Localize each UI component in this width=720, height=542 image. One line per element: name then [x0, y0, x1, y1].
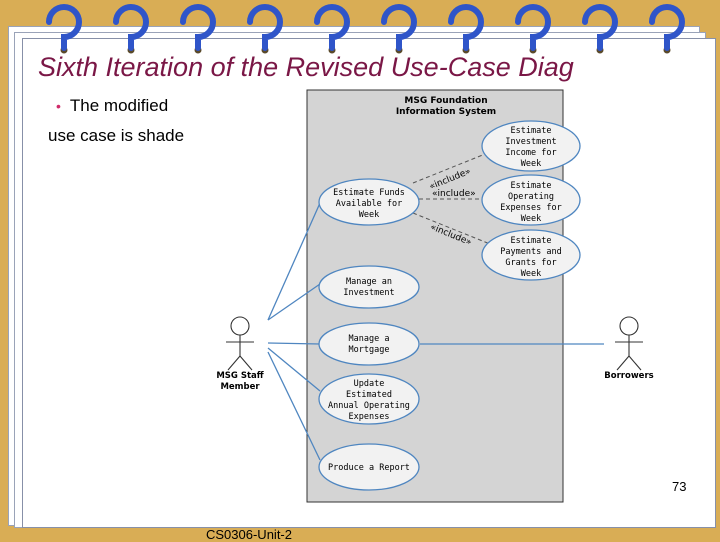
use-case-update-expenses[interactable]: Update Estimated Annual Operating Expens…: [318, 373, 420, 425]
use-case-label: Investment: [505, 137, 556, 147]
use-case-label: Estimate: [511, 236, 552, 246]
actor-label: Borrowers: [604, 371, 653, 381]
use-case-label: Week: [521, 269, 541, 279]
use-case-estimate-payments[interactable]: Estimate Payments and Grants for Week: [481, 229, 581, 281]
slide-title: Sixth Iteration of the Revised Use-Case …: [38, 52, 574, 82]
use-case-label: Estimate: [511, 181, 552, 191]
binder-rings: [46, 4, 685, 54]
use-case-label: Grants for: [505, 258, 556, 268]
bullet-icon: •: [56, 98, 61, 114]
actor-borrowers: [615, 316, 643, 371]
use-case-label: Week: [521, 159, 541, 169]
binder-ring-icon: [247, 4, 283, 54]
use-case-label: Available for: [336, 199, 403, 209]
bullet-text: The modified: [69, 96, 169, 115]
binder-ring-icon: [515, 4, 551, 54]
use-case-label: Manage an: [346, 277, 392, 287]
binder-ring-icon: [448, 4, 484, 54]
use-case-label: Expenses: [349, 412, 390, 422]
actor-label: MSG Staff: [216, 371, 263, 381]
use-case-label: Income for: [505, 148, 556, 158]
use-case-label: Estimate Funds: [333, 188, 405, 198]
use-case-label: Annual Operating: [328, 401, 410, 411]
include-label: «include»: [432, 189, 476, 199]
binder-ring-icon: [314, 4, 350, 54]
system-label: Information System: [396, 107, 496, 117]
use-case-manage-mortgage[interactable]: Manage a Mortgage: [318, 322, 420, 366]
use-case-label: Manage a: [349, 334, 390, 344]
use-case-label: Week: [359, 210, 379, 220]
actor-label: Member: [220, 382, 260, 392]
use-case-label: Expenses for: [500, 203, 561, 213]
actor-head: [230, 316, 250, 336]
binder-ring-icon: [649, 4, 685, 54]
use-case-estimate-operating[interactable]: Estimate Operating Expenses for Week: [481, 174, 581, 226]
use-case-label: Operating: [508, 192, 554, 202]
use-case-label: Mortgage: [349, 345, 390, 355]
use-case-label: Payments and: [500, 247, 561, 257]
binder-ring-icon: [46, 4, 82, 54]
use-case-label: Estimated: [346, 390, 392, 400]
actor-head: [619, 316, 639, 336]
use-case-label: Week: [521, 214, 541, 224]
system-label: MSG Foundation: [404, 96, 487, 106]
use-case-label: Estimate: [511, 126, 552, 136]
binder-ring-icon: [180, 4, 216, 54]
use-case-diagram: MSG Foundation Information System «inclu…: [216, 89, 654, 503]
binder-ring-icon: [113, 4, 149, 54]
binder-ring-icon: [381, 4, 417, 54]
use-case-estimate-investment[interactable]: Estimate Investment Income for Week: [481, 120, 581, 172]
binder-ring-icon: [582, 4, 618, 54]
bullet-item: • The modified: [56, 96, 168, 116]
use-case-label: Update: [354, 379, 385, 389]
bullet-text-continued: use case is shade: [48, 126, 185, 145]
use-case-manage-investment[interactable]: Manage an Investment: [318, 265, 420, 309]
footer-text: CS0306-Unit-2: [206, 527, 292, 542]
use-case-produce-report[interactable]: Produce a Report: [318, 443, 420, 491]
page-number: 73: [672, 479, 687, 494]
use-case-estimate-funds[interactable]: Estimate Funds Available for Week: [318, 178, 420, 226]
actor-msg-staff-member: [226, 316, 254, 371]
use-case-label: Produce a Report: [328, 463, 410, 473]
associations-left: [267, 202, 321, 461]
use-case-label: Investment: [343, 288, 394, 298]
